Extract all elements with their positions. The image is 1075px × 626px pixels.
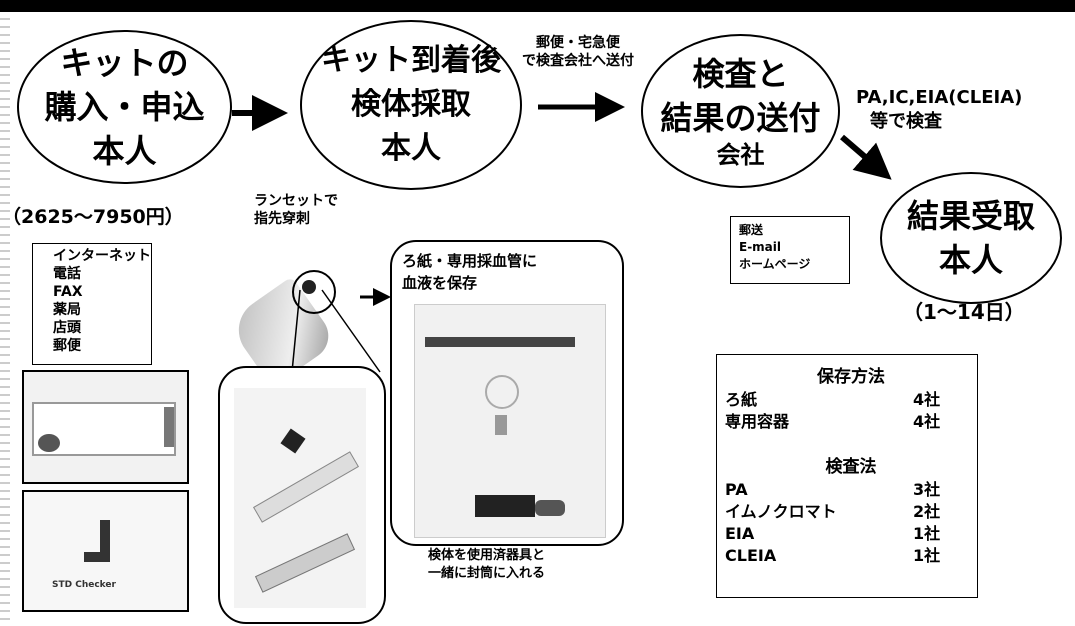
step1-line2: 購入・申込	[44, 88, 205, 126]
mail-note-line1: 郵便・宅急便	[536, 35, 620, 51]
blood-note-line1: ろ紙・専用採血管に	[402, 252, 538, 270]
storage-name: 専用容器	[725, 412, 790, 431]
test-count: 1社	[913, 524, 941, 543]
arrow-step3-to-step4	[840, 134, 892, 180]
summary-table: 保存方法 ろ紙 4社 専用容器 4社 検査法 PA 3社 イムノクロマト 2社 …	[716, 354, 978, 598]
storage-row: 専用容器 4社	[725, 411, 977, 433]
test-row: EIA 1社	[725, 523, 977, 545]
result-method-item: ホームページ	[739, 257, 811, 271]
apply-method-item: 店頭	[53, 320, 81, 336]
apply-methods-box: インターネット 電話 FAX 薬局 店頭 郵便	[32, 243, 152, 365]
step4-ellipse: 結果受取 本人	[880, 172, 1062, 304]
test-count: 2社	[913, 502, 941, 521]
kit-label: STD Checker	[52, 580, 116, 590]
step2-line3: 本人	[381, 131, 441, 166]
test-count: 1社	[913, 546, 941, 565]
lancet-note-line1: ランセットで	[254, 193, 338, 209]
blood-note: ろ紙・専用採血管に 血液を保存	[402, 250, 537, 294]
step1-ellipse: キットの 購入・申込 本人	[17, 30, 232, 184]
blood-storage-frame: ろ紙・専用採血管に 血液を保存	[390, 240, 624, 546]
step2-line1: キット到着後	[321, 43, 501, 78]
step3-line1: 検査と	[692, 55, 789, 93]
storage-name: ろ紙	[725, 390, 758, 409]
test-heading: 検査法	[825, 457, 877, 477]
test-row: CLEIA 1社	[725, 545, 977, 567]
apply-method-item: FAX	[53, 284, 83, 300]
mail-note-line2: で検査会社へ送付	[522, 53, 634, 69]
step3-line3: 会社	[716, 141, 765, 169]
left-edge-dots	[0, 12, 10, 626]
method-note-line1: PA,IC,EIA(CLEIA)	[856, 87, 1023, 108]
test-name: イムノクロマト	[725, 502, 837, 521]
storage-heading: 保存方法	[817, 367, 885, 387]
step2-ellipse: キット到着後 検体採取 本人	[300, 20, 522, 190]
kit-package-photo: STD Checker	[22, 490, 189, 612]
storage-count: 4社	[913, 412, 941, 431]
step1-line3: 本人	[92, 132, 157, 170]
envelope-note: 検体を使用済器具と 一緒に封筒に入れる	[428, 547, 545, 583]
result-method-item: E-mail	[739, 240, 782, 254]
top-rule	[0, 0, 1075, 12]
result-methods-box: 郵送 E-mail ホームページ	[730, 216, 850, 284]
lancet-photo-frame	[218, 366, 386, 624]
apply-method-item: インターネット	[53, 248, 151, 264]
step4-line2: 本人	[938, 241, 1003, 279]
mail-note: 郵便・宅急便 で検査会社へ送付	[522, 34, 634, 70]
apply-method-item: 電話	[53, 266, 81, 282]
lancet-note-line2: 指先穿刺	[254, 211, 310, 227]
test-name: CLEIA	[725, 546, 777, 565]
blood-storage-photo	[414, 304, 606, 538]
days-note: （1～14日）	[903, 300, 1025, 324]
lancet-note: ランセットで 指先穿刺	[254, 192, 338, 228]
step3-ellipse: 検査と 結果の送付 会社	[641, 34, 840, 188]
storage-count: 4社	[913, 390, 941, 409]
finger-prick-photo	[226, 262, 347, 388]
envelope-note-line1: 検体を使用済器具と	[428, 548, 546, 563]
method-note: PA,IC,EIA(CLEIA) 等で検査	[856, 86, 1022, 134]
price-note: （2625～7950円）	[2, 206, 184, 228]
storage-row: ろ紙 4社	[725, 389, 977, 411]
test-name: EIA	[725, 524, 755, 543]
kit-box-photo	[22, 370, 189, 484]
step2-line2: 検体採取	[351, 87, 471, 122]
step1-line1: キットの	[60, 44, 189, 82]
test-count: 3社	[913, 480, 941, 499]
method-note-line2: 等で検査	[870, 111, 942, 132]
test-row: イムノクロマト 2社	[725, 501, 977, 523]
test-row: PA 3社	[725, 479, 977, 501]
result-method-item: 郵送	[739, 223, 764, 237]
step4-line1: 結果受取	[906, 197, 1035, 235]
apply-method-item: 薬局	[53, 302, 81, 318]
step3-line2: 結果の送付	[660, 99, 821, 137]
apply-method-item: 郵便	[53, 338, 81, 354]
test-name: PA	[725, 480, 748, 499]
blood-note-line2: 血液を保存	[402, 274, 478, 292]
envelope-note-line2: 一緒に封筒に入れる	[428, 566, 546, 581]
